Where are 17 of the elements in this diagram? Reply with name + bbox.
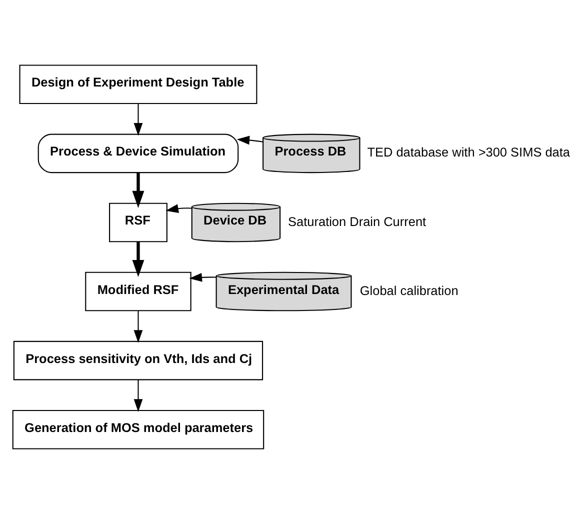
arrow bbox=[189, 272, 216, 282]
node-box: Process & Device Simulation bbox=[38, 134, 239, 174]
arrow bbox=[132, 242, 144, 278]
arrow bbox=[236, 136, 263, 145]
node-label: Global calibration bbox=[360, 282, 458, 298]
arrow bbox=[134, 310, 143, 343]
node-box: RSF bbox=[109, 202, 168, 242]
node-label: Saturation Drain Current bbox=[288, 214, 426, 229]
arrow bbox=[166, 204, 192, 213]
arrow bbox=[132, 172, 144, 208]
node-box: Process sensitivity on Vth, Ids and Cj bbox=[13, 340, 264, 380]
node-box: Modified RSF bbox=[85, 272, 192, 312]
arrow bbox=[134, 104, 143, 136]
node-label: TED database with >300 SIMS data bbox=[367, 144, 570, 160]
node-box: Generation of MOS model parameters bbox=[12, 410, 264, 450]
arrow bbox=[134, 380, 143, 412]
node-box: Design of Experiment Design Table bbox=[19, 64, 258, 104]
